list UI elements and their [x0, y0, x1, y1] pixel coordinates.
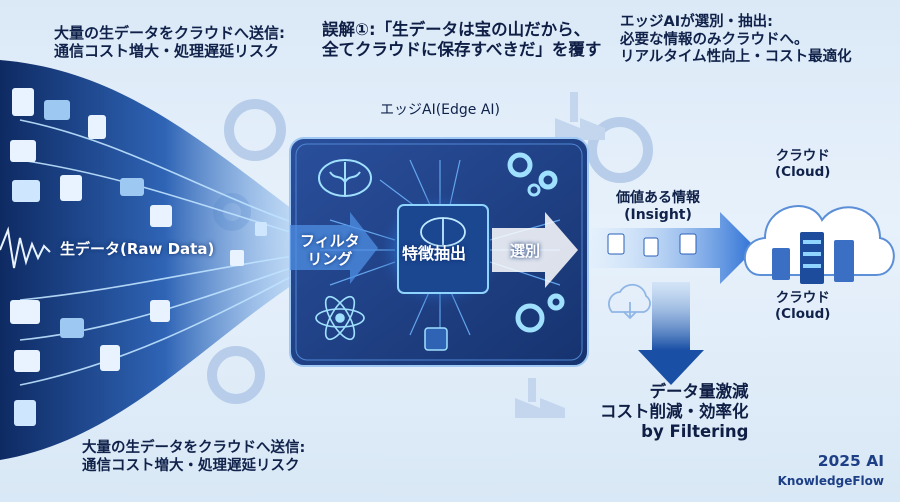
top-left-note-line1: 大量の生データをクラウドへ送信: — [54, 24, 286, 42]
reduction-arrow-head — [638, 350, 704, 385]
top-left-note-line2: 通信コスト増大・処理遅延リスク — [54, 42, 280, 61]
cloud-download-icon — [608, 283, 651, 320]
selection-label: 選別 — [510, 242, 541, 260]
cloud-label-bottom-line1: クラウド — [775, 290, 830, 306]
central-chip-icon — [397, 204, 489, 294]
brain-icon — [318, 159, 372, 197]
cloud-label-top-line2: (Cloud) — [775, 164, 831, 181]
raw-data-label: 生データ(Raw Data) — [60, 240, 215, 258]
top-right-note-line3: リアルタイム性向上・コスト最適化 — [620, 49, 852, 66]
atom-icon — [315, 295, 365, 341]
page-title-line1: 誤解①:「生データは宝の山だから、 — [322, 20, 591, 39]
insight-label: 価値ある情報 (Insight) — [616, 190, 700, 224]
edge-ai-label: エッジAI(Edge AI) — [380, 102, 501, 118]
filtering-label: フィルタ リング — [300, 232, 360, 269]
top-right-note-line1: エッジAIが選別・抽出: — [620, 14, 773, 30]
brand-year: 2025 AI — [817, 452, 884, 470]
server-rack-icons — [772, 232, 854, 284]
reduction-arrow-shaft — [652, 282, 690, 350]
insight-label-line2: (Insight) — [624, 207, 692, 224]
top-left-note: 大量の生データをクラウドへ送信: 通信コスト増大・処理遅延リスク — [54, 24, 285, 61]
cloud-label-top: クラウド (Cloud) — [775, 148, 830, 181]
raw-data-funnel — [0, 60, 300, 460]
filtering-label-line1: フィルタ — [300, 232, 360, 250]
feature-extraction-label: 特徴抽出 — [402, 244, 467, 263]
chip-small-icon — [424, 327, 448, 351]
panel-gear-icons — [507, 152, 565, 333]
page-title: 誤解①:「生データは宝の山だから、 全てクラウドに保存すべきだ」を覆す — [322, 20, 601, 60]
select-arrow — [492, 212, 578, 288]
bottom-left-note-line1: 大量の生データをクラウドへ送信: — [82, 440, 306, 456]
cloud-label-top-line1: クラウド — [775, 148, 830, 164]
bottom-left-note-line2: 通信コスト増大・処理遅延リスク — [82, 457, 300, 474]
top-right-note-line2: 必要な情報のみクラウドへ。 — [620, 31, 809, 48]
brand-name: KnowledgeFlow — [777, 474, 884, 488]
result-line1: データ量激減 — [649, 382, 749, 401]
bottom-left-note: 大量の生データをクラウドへ送信: 通信コスト増大・処理遅延リスク — [82, 440, 305, 475]
insight-arrow — [590, 212, 756, 284]
result-line3: by Filtering — [641, 422, 749, 442]
cloud-label-bottom: クラウド (Cloud) — [775, 290, 830, 323]
factory-icon — [515, 92, 605, 418]
filtering-arrow — [290, 212, 378, 284]
document-icons — [607, 233, 697, 257]
page-title-line2: 全てクラウドに保存すべきだ」を覆す — [322, 40, 602, 60]
insight-label-line1: 価値ある情報 — [616, 190, 700, 206]
result-line2: コスト削減・効率化 — [600, 402, 749, 422]
data-file-icons — [10, 88, 267, 426]
top-right-note: エッジAIが選別・抽出: 必要な情報のみクラウドへ。 リアルタイム性向上・コスト… — [620, 14, 852, 67]
waveform-icon — [0, 226, 51, 269]
cloud-label-bottom-line2: (Cloud) — [775, 306, 831, 323]
result-summary: データ量激減 コスト削減・効率化 by Filtering — [600, 382, 749, 442]
chip-brain-icon — [420, 217, 466, 247]
filtering-label-line2: リング — [307, 250, 353, 269]
